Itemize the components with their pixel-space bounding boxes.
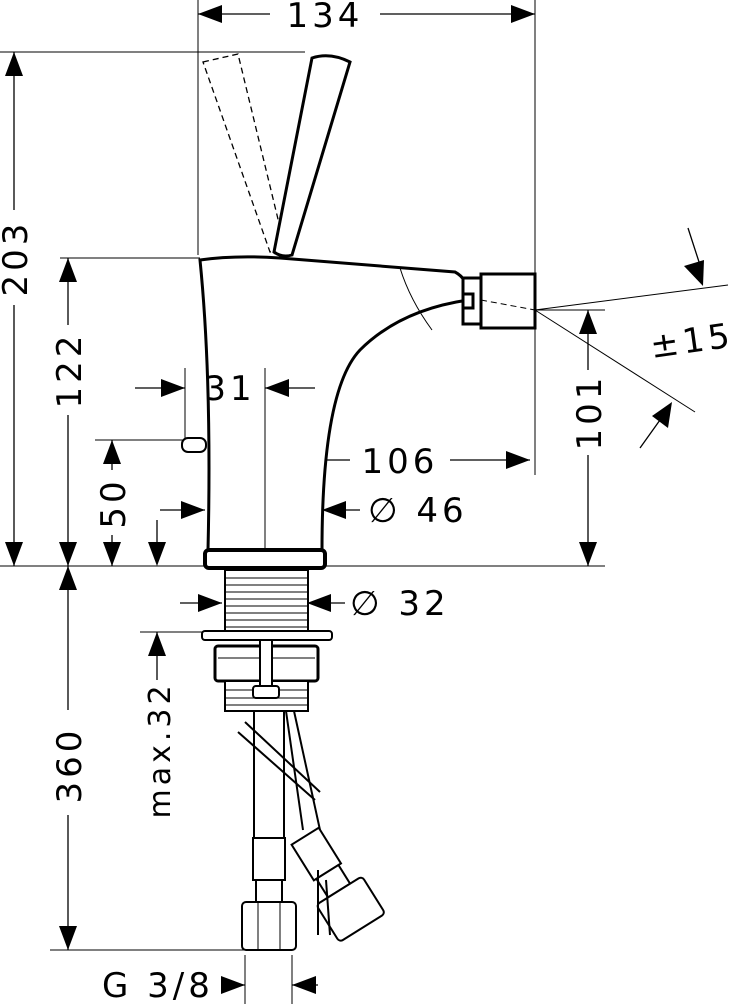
- faucet: [181, 53, 537, 951]
- dimension-101: 101: [570, 310, 610, 566]
- dimension-angle: ±15°: [639, 227, 732, 449]
- dimension-31: 31: [135, 368, 315, 548]
- supply-hoses: [237, 710, 385, 951]
- dimension-122-label: 122: [50, 332, 90, 409]
- spout-nozzle: [479, 272, 537, 330]
- dimension-50-label: 50: [94, 477, 134, 528]
- dimension-g38-label: G 3/8: [102, 966, 214, 1004]
- dimension-32-diameter: ∅ 32: [180, 584, 450, 624]
- hose-nut: [241, 901, 297, 951]
- dimension-32-diameter-label: ∅ 32: [350, 584, 450, 624]
- dimension-134: 134: [198, 0, 535, 36]
- dimension-g38: G 3/8: [102, 966, 318, 1004]
- popup-rod: [181, 437, 207, 453]
- lever-alt-position: [202, 53, 286, 253]
- dimension-360: 360: [50, 566, 90, 950]
- dimension-106-label: 106: [362, 442, 439, 482]
- dimension-134-label: 134: [287, 0, 364, 36]
- dimension-31-label: 31: [204, 369, 255, 409]
- dimension-angle-label: ±15°: [648, 313, 732, 367]
- dimension-46-label: ∅ 46: [368, 491, 468, 531]
- dimension-101-label: 101: [570, 374, 610, 451]
- faucet-body: [198, 255, 470, 552]
- washer: [201, 630, 333, 641]
- dimension-360-label: 360: [50, 727, 90, 804]
- dimension-max32: max.32: [143, 520, 178, 819]
- dimension-203-label: 203: [0, 220, 36, 297]
- hose-ferrule: [252, 837, 286, 881]
- dimension-122: 122: [50, 258, 90, 566]
- dimension-203: 203: [0, 52, 36, 566]
- base-ring: [203, 548, 327, 570]
- dimension-50: 50: [94, 440, 134, 566]
- dimension-46: ∅ 46: [160, 491, 468, 531]
- dimension-max32-label: max.32: [143, 681, 178, 818]
- lever-handle: [272, 54, 352, 258]
- threaded-shank: [224, 569, 309, 633]
- hose-nut: [316, 876, 385, 942]
